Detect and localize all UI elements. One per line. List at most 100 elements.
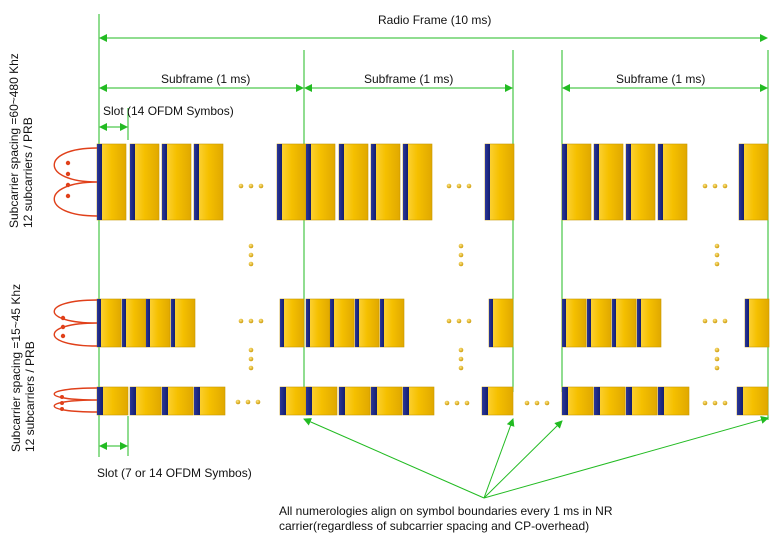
ellipsis-dot [714,261,720,267]
top-group-label: Subcarrier spacing =60~480 Khz 12 subcar… [7,53,35,228]
ellipsis-dot [712,318,718,324]
callout-arrow [303,418,485,499]
bottom-group-label: Subcarrier spacing =15~45 Khz 12 subcarr… [9,284,37,452]
ellipsis-dot [458,347,464,353]
cyclic-prefix [485,144,490,220]
ellipsis-dot [722,318,728,324]
ellipsis-dot [235,399,241,405]
alignment-caption: All numerologies align on symbol boundar… [279,504,613,533]
ellipsis-dot [702,183,708,189]
ellipsis-dot [248,261,254,267]
cyclic-prefix [97,387,103,415]
ellipsis-dot [454,400,460,406]
cyclic-prefix [562,387,568,415]
top-group-spacing: Subcarrier spacing =60~480 Khz [7,53,21,228]
slot-label-top: Slot (14 OFDM Symbos) [103,104,234,118]
cyclic-prefix [194,144,199,220]
ellipsis-dot [714,252,720,258]
callout-arrow [483,420,563,499]
ellipsis-dot [248,365,254,371]
ellipsis-dot [248,243,254,249]
cyclic-prefix [162,144,167,220]
cyclic-prefix [306,299,310,347]
cyclic-prefix [97,144,102,220]
ellipsis-dot [466,183,472,189]
subframe-label-1: Subframe (1 ms) [161,72,251,86]
cyclic-prefix [277,144,282,220]
ellipsis-dot [524,400,530,406]
ellipsis-dot [248,183,254,189]
ellipsis-dot [722,183,728,189]
ellipsis-dot [248,318,254,324]
cyclic-prefix [122,299,126,347]
subcarrier-curve [53,147,98,217]
ellipsis-dot [238,318,244,324]
ellipsis-dot [458,261,464,267]
cyclic-prefix [626,144,631,220]
subcarrier-dot [60,324,66,330]
ellipsis-dot [714,356,720,362]
subcarrier-dot [65,193,71,199]
cyclic-prefix [658,387,664,415]
ellipsis-dot [544,400,550,406]
cyclic-prefix [403,144,408,220]
cyclic-prefix [355,299,359,347]
ellipsis-dot [712,400,718,406]
cyclic-prefix [489,299,493,347]
cyclic-prefix [130,144,135,220]
ellipsis-dot [714,347,720,353]
subcarrier-dot [60,401,64,405]
ellipsis-dot [446,318,452,324]
ellipsis-dot [458,365,464,371]
bottom-group-spacing: Subcarrier spacing =15~45 Khz [9,283,23,452]
ellipsis-dot [458,356,464,362]
cyclic-prefix [739,144,744,220]
cyclic-prefix [587,299,591,347]
radio-frame-label: Radio Frame (10 ms) [378,13,492,27]
cyclic-prefix [146,299,150,347]
ellipsis-dot [712,183,718,189]
cyclic-prefix [482,387,488,415]
ellipsis-dot [258,183,264,189]
ellipsis-dot [258,318,264,324]
callout-arrow [483,418,515,499]
ellipsis-dot [245,399,251,405]
cyclic-prefix [339,387,345,415]
cyclic-prefix [280,299,284,347]
ellipsis-dot [248,356,254,362]
cyclic-prefix [594,144,599,220]
subframe-label-2: Subframe (1 ms) [364,72,454,86]
cyclic-prefix [371,144,376,220]
cyclic-prefix [637,299,641,347]
ellipsis-dot [464,400,470,406]
cyclic-prefix [306,144,311,220]
ellipsis-dot [456,318,462,324]
ellipsis-dot [456,183,462,189]
cyclic-prefix [626,387,632,415]
cyclic-prefix [171,299,175,347]
ellipsis-dot [458,252,464,258]
cyclic-prefix [97,299,101,347]
ellipsis-dot [248,252,254,258]
cyclic-prefix [339,144,344,220]
subcarrier-dot [60,407,64,411]
cyclic-prefix [612,299,616,347]
cyclic-prefix [194,387,200,415]
cyclic-prefix [594,387,600,415]
subcarrier-dot [65,182,71,188]
bottom-group-prb: 12 subcarriers / PRB [23,341,37,452]
cyclic-prefix [562,144,567,220]
top-group-prb: 12 subcarriers / PRB [21,117,35,228]
callout-arrow [483,416,769,499]
cyclic-prefix [562,299,566,347]
subcarrier-dot [65,160,71,166]
ellipsis-dot [458,243,464,249]
cyclic-prefix [745,299,749,347]
cyclic-prefix [371,387,377,415]
cyclic-prefix [737,387,743,415]
ellipsis-dot [466,318,472,324]
subcarrier-curve [53,299,98,347]
cyclic-prefix [330,299,334,347]
ellipsis-dot [534,400,540,406]
